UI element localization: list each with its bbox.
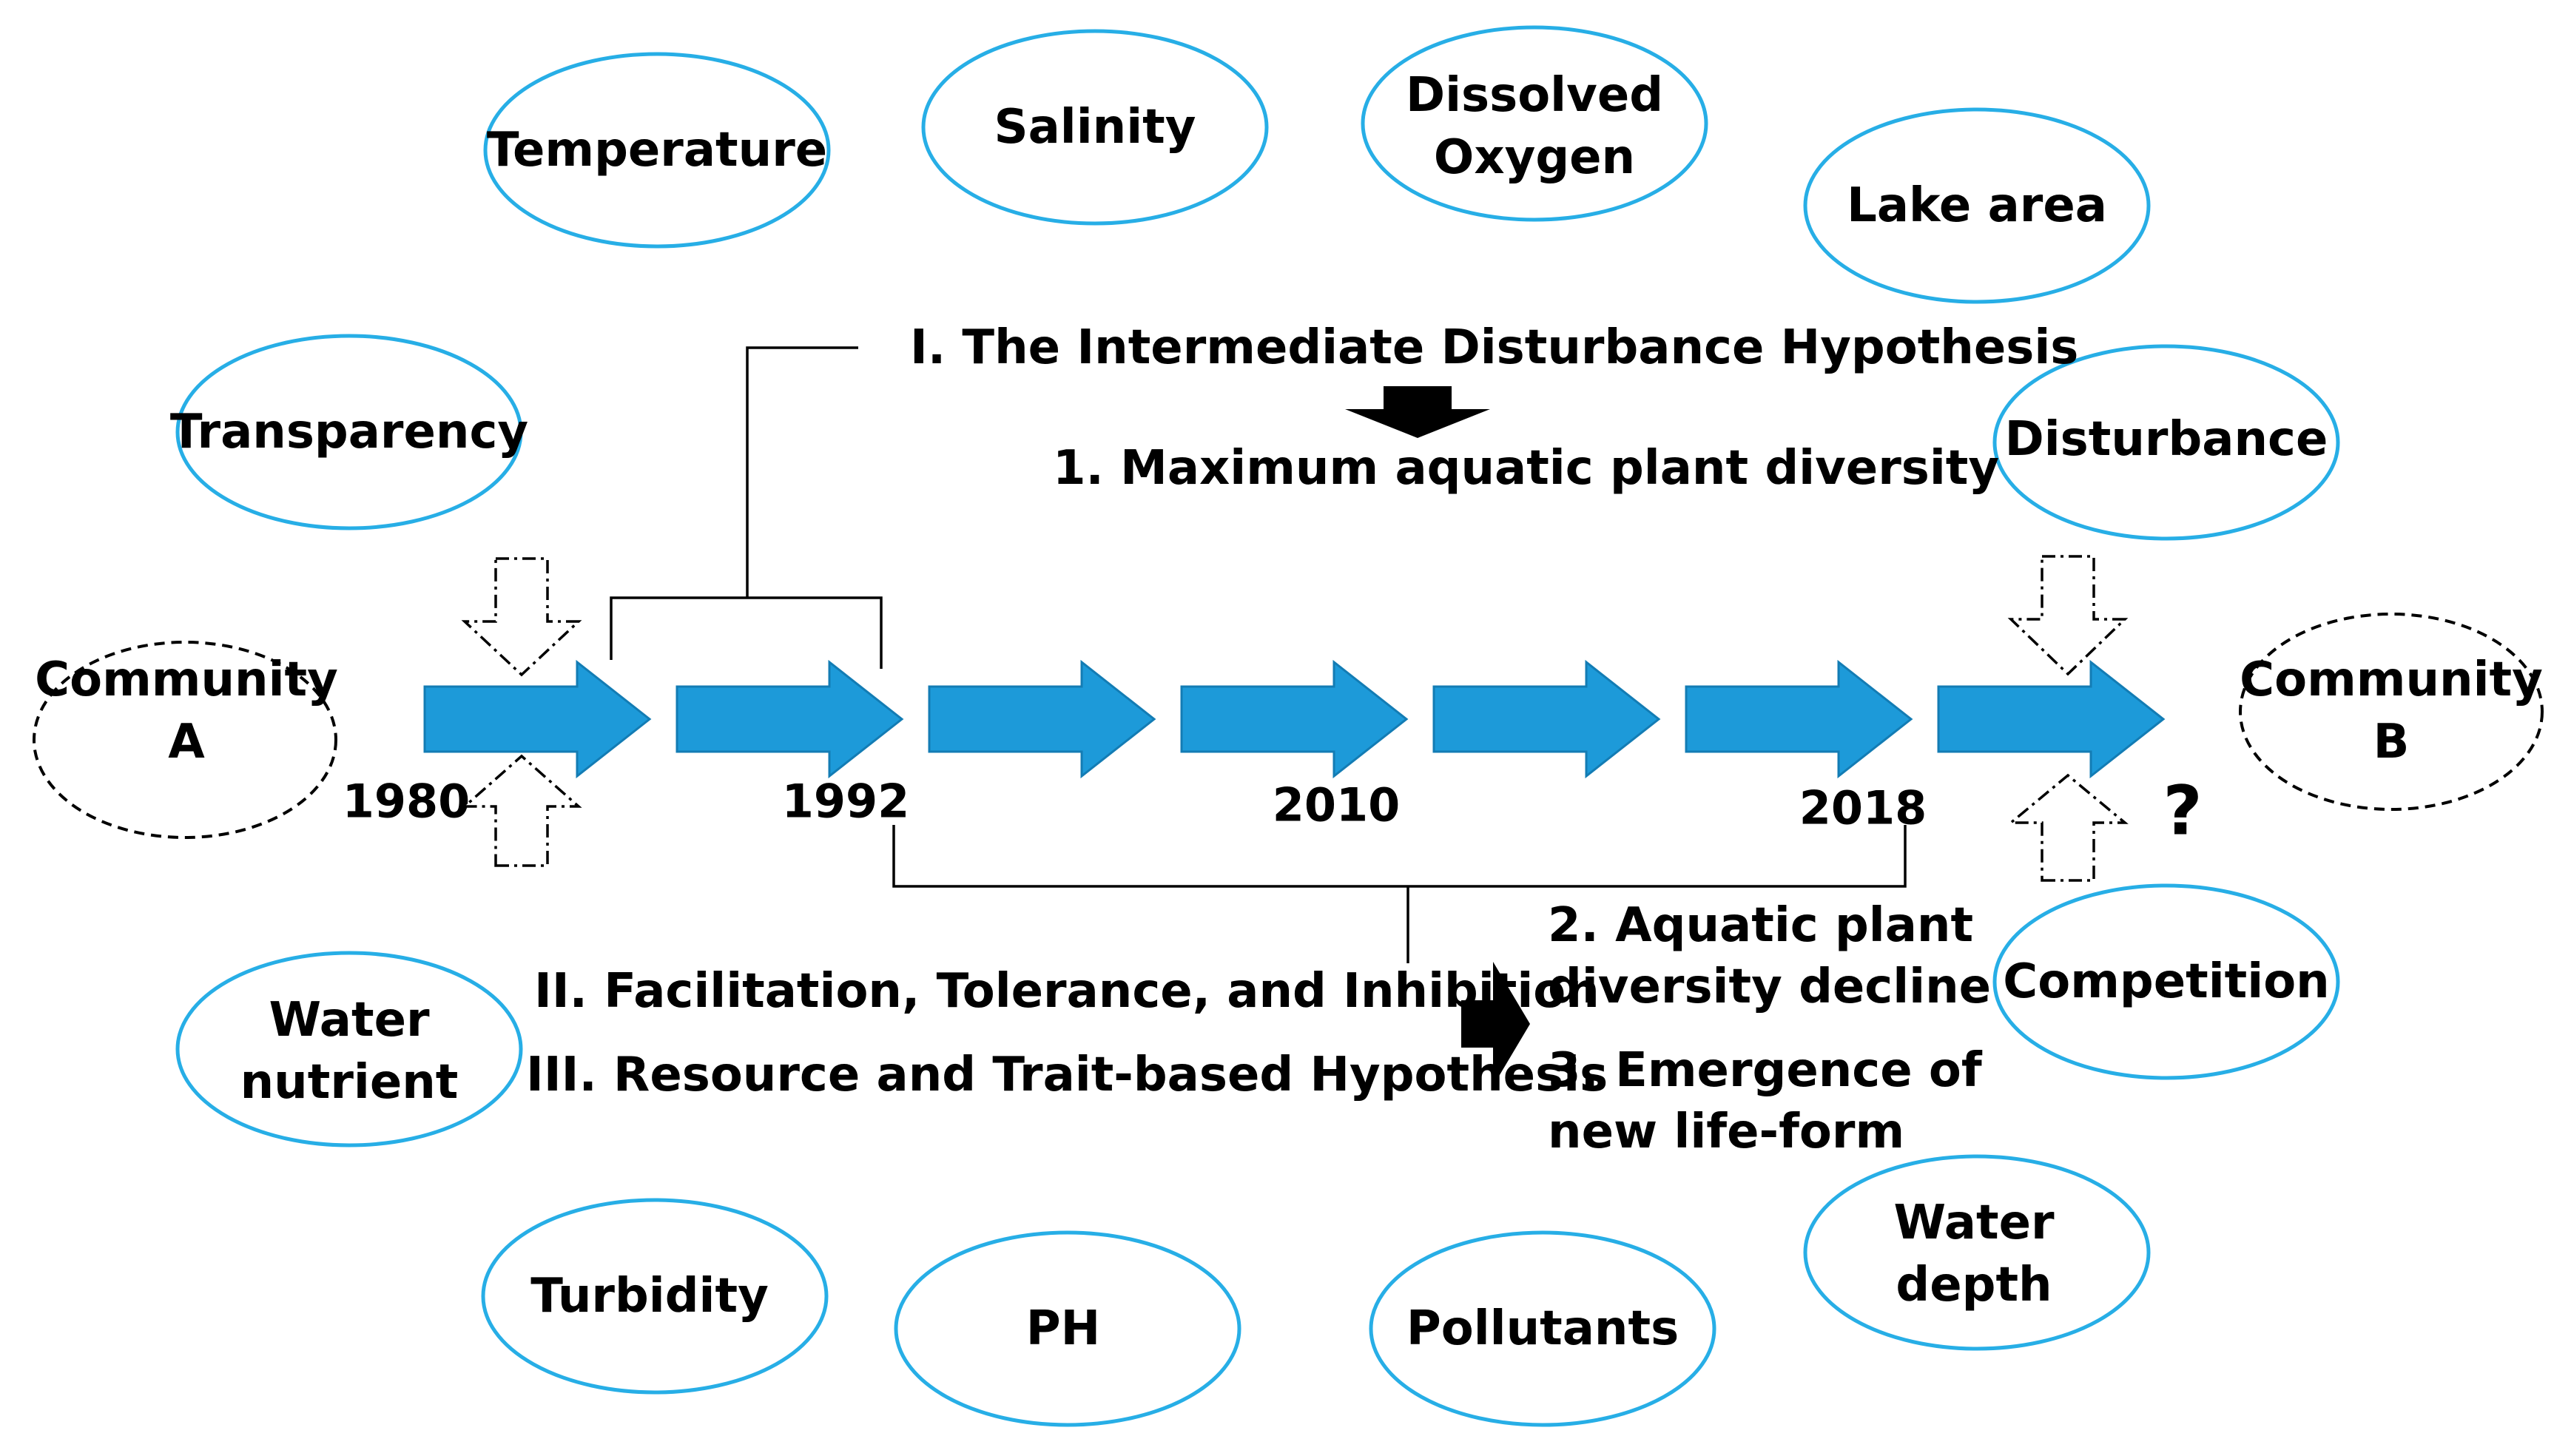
factor-salinity: Salinity xyxy=(921,29,1269,226)
year-2018: 2018 xyxy=(1799,781,1927,835)
timeline-arrow-4 xyxy=(1180,659,1409,779)
influence-arrow-1980-down xyxy=(461,557,582,677)
driver-disturbance-label: Disturbance xyxy=(2005,412,2328,467)
year-2010: 2010 xyxy=(1273,778,1401,832)
factor-pollutants: Pollutants xyxy=(1369,1230,1716,1427)
timeline-arrow-2 xyxy=(675,659,904,779)
bracket-lower xyxy=(892,825,1907,963)
hypothesis-3-label: III. Resource and Trait-based Hypothesis xyxy=(526,1048,1608,1102)
timeline-arrow-5 xyxy=(1432,659,1661,779)
factor-transparency: Transparency xyxy=(170,334,528,530)
driver-competition-label: Competition xyxy=(2003,954,2329,1009)
driver-disturbance: Disturbance xyxy=(1992,344,2340,541)
factor-pollutants-label: Pollutants xyxy=(1406,1301,1679,1356)
bracket-upper xyxy=(610,346,883,669)
outcome-1-label: 1. Maximum aquatic plant diversity xyxy=(1053,441,1999,496)
timeline-arrow-1 xyxy=(423,659,652,779)
timeline xyxy=(423,659,2166,779)
unknown-outcome-mark: ? xyxy=(2163,772,2202,851)
year-1980: 1980 xyxy=(343,775,471,829)
factor-lake-area-label: Lake area xyxy=(1847,178,2107,233)
timeline-arrow-6 xyxy=(1685,659,1913,779)
timeline-arrow-3 xyxy=(928,659,1156,779)
hypothesis-1-label: I. The Intermediate Disturbance Hypothes… xyxy=(910,320,2078,375)
influence-arrow-2018-down xyxy=(2007,555,2129,676)
factor-temperature-label: Temperature xyxy=(487,123,827,178)
influence-arrow-2018-up xyxy=(2007,773,2129,882)
factor-salinity-label: Salinity xyxy=(994,100,1196,155)
driver-competition: Competition xyxy=(1992,883,2340,1080)
factor-turbidity: Turbidity xyxy=(481,1198,829,1395)
timeline-arrow-7 xyxy=(1937,659,2166,779)
factor-temperature: Temperature xyxy=(483,52,831,249)
factor-lake-area: Lake area xyxy=(1803,107,2151,304)
factor-ph-label: PH xyxy=(1026,1301,1100,1356)
hypothesis-1-arrow xyxy=(1345,386,1490,438)
factor-transparency-label: Transparency xyxy=(170,405,528,459)
factor-ph: PH xyxy=(894,1230,1241,1427)
factor-turbidity-label: Turbidity xyxy=(530,1269,769,1324)
hypothesis-2-label: II. Facilitation, Tolerance, and Inhibit… xyxy=(534,964,1600,1019)
year-1992: 1992 xyxy=(782,775,910,829)
influence-arrow-1980-up xyxy=(461,754,582,867)
hypothesis-2-3-arrow xyxy=(1461,962,1530,1086)
